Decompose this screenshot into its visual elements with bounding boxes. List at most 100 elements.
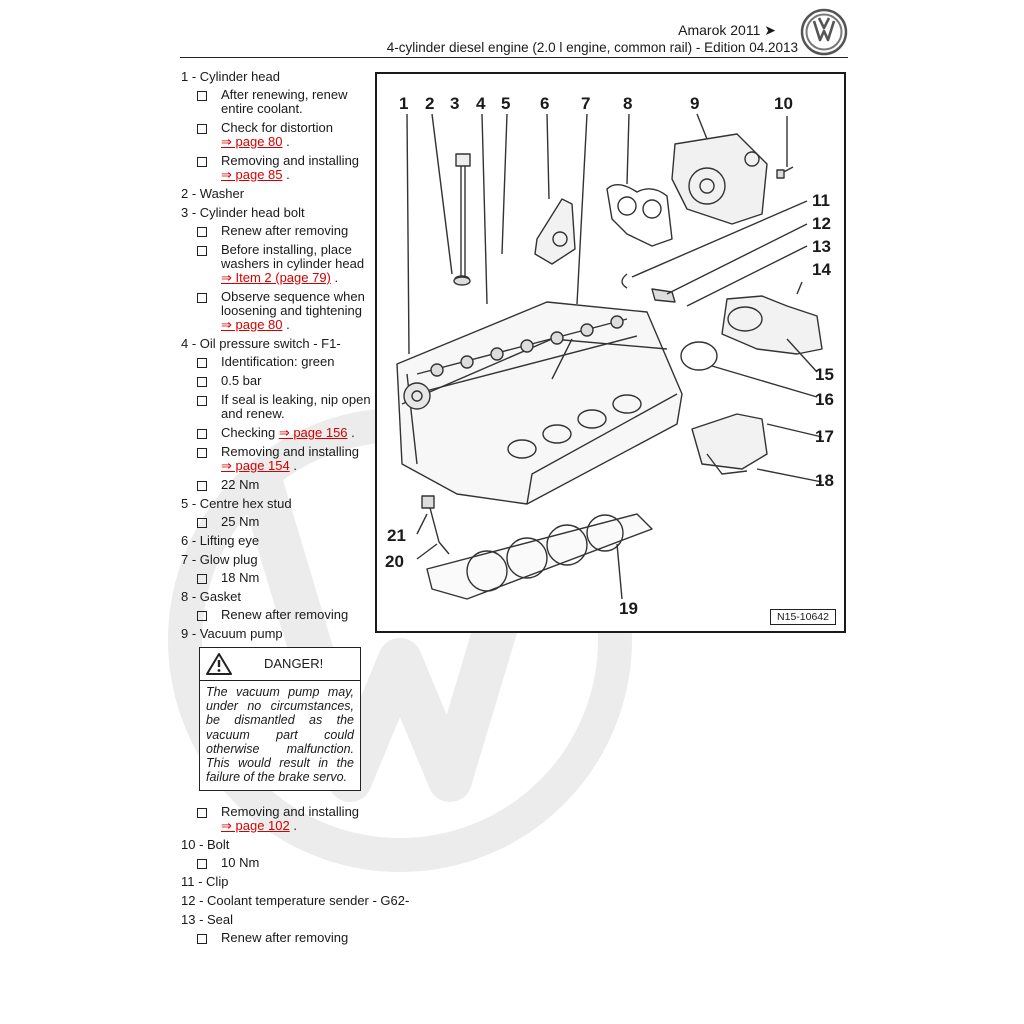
part-note: 10 Nm xyxy=(181,856,371,870)
callout-label: 20 xyxy=(385,552,404,571)
checkbox-icon xyxy=(197,934,207,944)
cylinder-head-drawing xyxy=(396,113,823,600)
note-tail: . xyxy=(282,317,290,332)
callout-label: 8 xyxy=(623,94,633,113)
page-reference-link[interactable]: ⇒ page 154 xyxy=(221,458,290,473)
note-text: 25 Nm xyxy=(221,514,260,529)
part-item: Removing and installing ⇒ page 102 . xyxy=(181,805,371,833)
danger-label: DANGER! xyxy=(264,656,324,671)
note-text: Renew after removing xyxy=(221,930,349,945)
part-item: 4 - Oil pressure switch - F1-Identificat… xyxy=(181,337,371,492)
part-title: 8 - Gasket xyxy=(181,589,241,604)
part-item: 10 - Bolt 10 Nm xyxy=(181,838,371,870)
part-note: Renew after removing xyxy=(181,931,371,945)
part-note: If seal is leaking, nip open and renew. xyxy=(181,393,371,421)
callout-label: 17 xyxy=(815,427,834,446)
callout-label: 13 xyxy=(812,237,831,256)
checkbox-icon xyxy=(197,91,207,101)
callout-label: 12 xyxy=(812,214,831,233)
document-subtitle: 4-cylinder diesel engine (2.0 l engine, … xyxy=(386,40,798,55)
note-text: Renew after removing xyxy=(221,223,349,238)
part-title: 12 - Coolant temperature sender - G62- xyxy=(181,893,410,908)
part-note: Renew after removing xyxy=(181,224,371,238)
part-note: Removing and installing ⇒ page 102 . xyxy=(181,805,371,833)
part-title: 10 - Bolt xyxy=(181,837,230,852)
part-title: 2 - Washer xyxy=(181,186,245,201)
part-note: Removing and installing ⇒ page 85 . xyxy=(181,154,371,182)
part-note: 25 Nm xyxy=(181,515,371,529)
callout-label: 3 xyxy=(450,94,460,113)
part-title: 11 - Clip xyxy=(181,874,229,889)
note-text: Check for distortion xyxy=(221,120,333,135)
note-text: 10 Nm xyxy=(221,855,260,870)
part-title: 5 - Centre hex stud xyxy=(181,496,292,511)
part-item: 2 - Washer xyxy=(181,187,371,201)
callout-label: 21 xyxy=(387,526,406,545)
danger-box: DANGER! The vacuum pump may, under no cir… xyxy=(199,647,361,791)
note-text: 22 Nm xyxy=(221,477,260,492)
note-text: Removing and installing xyxy=(221,444,360,459)
part-title: 7 - Glow plug xyxy=(181,552,258,567)
note-tail: . xyxy=(347,425,355,440)
note-text: Checking xyxy=(221,425,279,440)
danger-text: The vacuum pump may, under no circumstan… xyxy=(206,685,354,785)
note-tail: . xyxy=(289,818,297,833)
note-text: Observe sequence when loosening and tigh… xyxy=(221,289,365,318)
checkbox-icon xyxy=(197,518,207,528)
checkbox-icon xyxy=(197,611,207,621)
warning-icon xyxy=(206,653,232,675)
part-note: 0.5 bar xyxy=(181,374,371,388)
page-reference-link[interactable]: ⇒ Item 2 (page 79) xyxy=(221,270,331,285)
checkbox-icon xyxy=(197,481,207,491)
checkbox-icon xyxy=(197,859,207,869)
callout-label: 16 xyxy=(815,390,834,409)
callout-label: 5 xyxy=(501,94,511,113)
checkbox-icon xyxy=(197,358,207,368)
danger-header: DANGER! xyxy=(200,648,360,681)
page-reference-link[interactable]: ⇒ page 85 xyxy=(221,167,283,182)
checkbox-icon xyxy=(197,448,207,458)
part-note: Identification: green xyxy=(181,355,371,369)
note-text: Before installing, place washers in cyli… xyxy=(221,242,365,271)
part-note: Observe sequence when loosening and tigh… xyxy=(181,290,371,332)
part-item: 5 - Centre hex stud 25 Nm xyxy=(181,497,371,529)
part-title: 1 - Cylinder head xyxy=(181,69,280,84)
header-divider xyxy=(180,57,848,58)
part-item: 11 - Clip xyxy=(181,875,371,889)
figure-id: N15-10642 xyxy=(770,609,836,625)
callout-label: 4 xyxy=(476,94,486,113)
checkbox-icon xyxy=(197,157,207,167)
note-text: Removing and installing xyxy=(221,153,360,168)
page-reference-link[interactable]: ⇒ page 80 xyxy=(221,317,283,332)
note-text: 0.5 bar xyxy=(221,373,262,388)
callout-label: 18 xyxy=(815,471,834,490)
checkbox-icon xyxy=(197,124,207,134)
page-reference-link[interactable]: ⇒ page 102 xyxy=(221,818,290,833)
callout-label: 1 xyxy=(399,94,409,113)
part-note: Checking ⇒ page 156 . xyxy=(181,426,371,440)
note-text: Renew after removing xyxy=(221,607,349,622)
callout-label: 10 xyxy=(774,94,793,113)
note-text: After renewing, renew entire coolant. xyxy=(221,87,348,116)
part-note: Before installing, place washers in cyli… xyxy=(181,243,371,285)
checkbox-icon xyxy=(197,246,207,256)
page-reference-link[interactable]: ⇒ page 156 xyxy=(278,425,348,440)
page-reference-link[interactable]: ⇒ page 80 xyxy=(221,134,283,149)
checkbox-icon xyxy=(197,227,207,237)
part-note: Removing and installing ⇒ page 154 . xyxy=(181,445,371,473)
note-tail: . xyxy=(330,270,339,285)
vw-logo-icon xyxy=(800,8,848,56)
callout-label: 7 xyxy=(581,94,591,113)
part-title: 9 - Vacuum pump xyxy=(181,626,283,641)
document-title: Amarok 2011 ➤ xyxy=(678,22,776,38)
callout-label: 19 xyxy=(619,599,638,618)
checkbox-icon xyxy=(197,396,207,406)
callout-label: 2 xyxy=(425,94,435,113)
note-tail: . xyxy=(289,458,297,473)
part-item: 9 - Vacuum pump xyxy=(181,627,371,641)
note-text: If seal is leaking, nip open and renew. xyxy=(221,392,371,421)
